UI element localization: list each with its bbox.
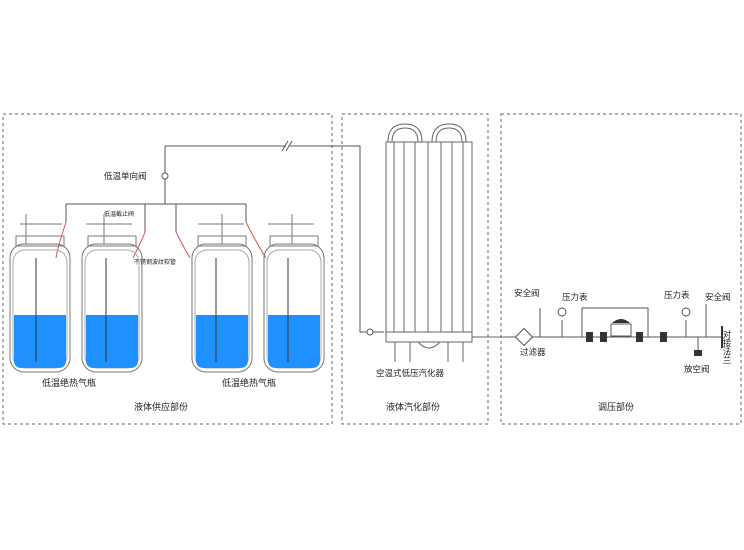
vent-valve-label: 放空阀 xyxy=(684,364,710,375)
cylinder-3 xyxy=(191,214,253,373)
regulation-frame xyxy=(500,113,742,425)
vaporizer xyxy=(385,123,506,362)
section-liquid-supply-title: 液体供应部份 xyxy=(134,401,188,413)
section-regulation-title: 调压部份 xyxy=(598,401,634,413)
shutoff-valve-label: 低温截止阀 xyxy=(104,210,134,218)
cylinders-right-label: 低温绝热气瓶 xyxy=(222,377,276,389)
safety-valve-left-label: 安全阀 xyxy=(514,288,540,299)
liquid-supply-frame xyxy=(2,113,333,425)
pressure-gauge-icon xyxy=(557,307,567,317)
cylinders-left-label: 低温绝热气瓶 xyxy=(42,377,96,389)
regulation-piping xyxy=(506,304,722,350)
braided-hose-label: 不锈钢波纹软管 xyxy=(134,258,176,266)
safety-valve-right-label: 安全阀 xyxy=(705,292,731,303)
vaporizer-label: 空温式低压汽化器 xyxy=(376,368,445,379)
pressure-gauge-left-label: 压力表 xyxy=(562,292,588,303)
check-valve-label: 低温单向阀 xyxy=(104,171,147,182)
pressure-gauge-right-label: 压力表 xyxy=(664,290,690,301)
vaporizer-inlet-valve xyxy=(366,328,374,336)
check-valve-symbol: 低温单向阀 xyxy=(104,171,169,182)
braided-hoses xyxy=(55,221,267,259)
pressure-gauge-icon xyxy=(681,307,691,317)
cylinder-4 xyxy=(263,214,325,373)
regulation-components xyxy=(514,307,723,356)
section-vaporizer-title: 液体汽化部份 xyxy=(386,401,440,413)
cylinder-2 xyxy=(81,214,143,373)
cylinder-1 xyxy=(9,214,71,373)
vaporizer-frame xyxy=(341,113,489,425)
flange-label: 对接法兰 xyxy=(721,329,731,364)
filter-label: 过滤器 xyxy=(520,347,546,358)
section-frames xyxy=(2,113,742,425)
